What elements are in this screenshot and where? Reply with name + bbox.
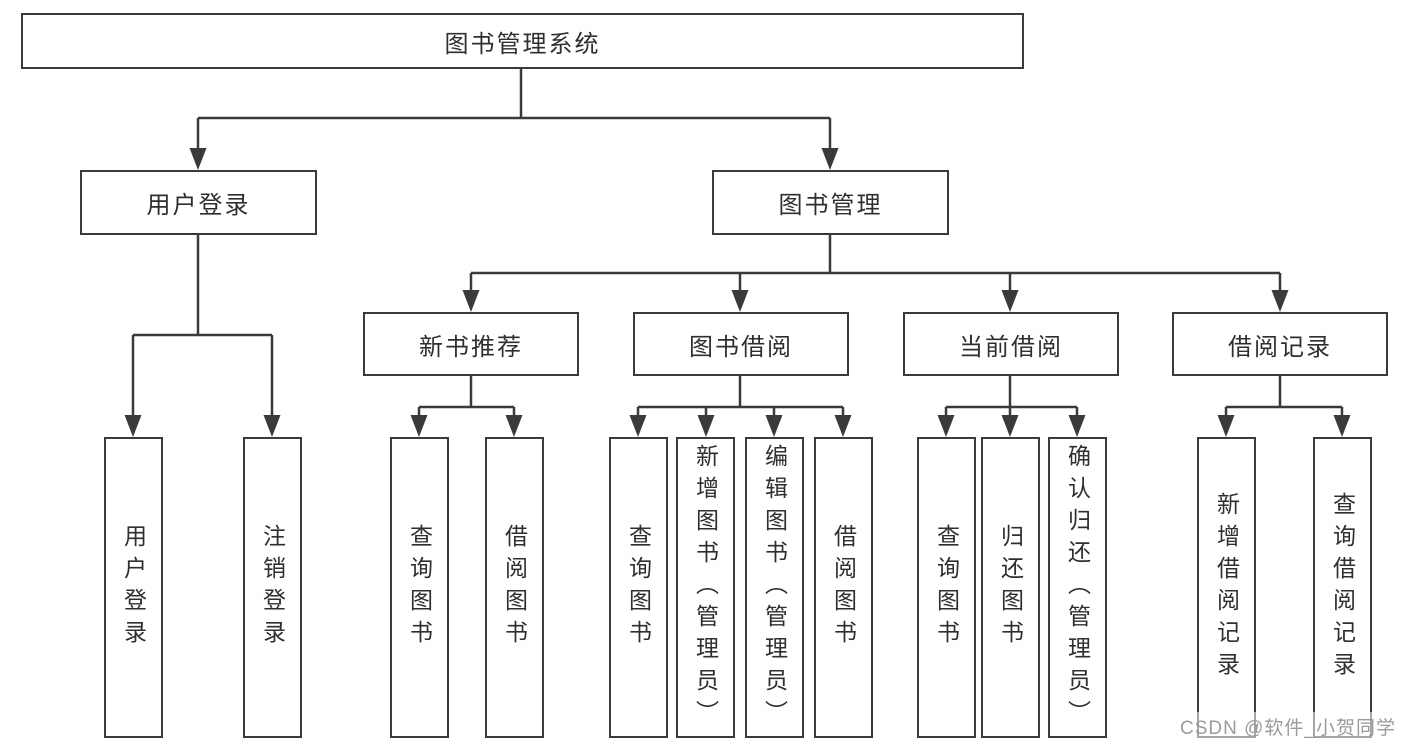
leaf-borrow-books-recommend: 借阅图书 xyxy=(485,437,544,738)
node-book-borrowing: 图书借阅 xyxy=(633,312,849,376)
node-current-borrowing: 当前借阅 xyxy=(903,312,1119,376)
leaf-user-login: 用户登录 xyxy=(104,437,163,738)
leaf-confirm-return-admin: 确认归还（管理员） xyxy=(1048,437,1107,738)
node-library-system: 图书管理系统 xyxy=(21,13,1024,69)
leaf-query-books-borrow: 查询图书 xyxy=(609,437,668,738)
leaf-query-books-current: 查询图书 xyxy=(917,437,976,738)
node-borrowing-records: 借阅记录 xyxy=(1172,312,1388,376)
leaf-query-borrow-record: 查询借阅记录 xyxy=(1313,437,1372,738)
leaf-add-borrow-record: 新增借阅记录 xyxy=(1197,437,1256,738)
leaf-borrow-books: 借阅图书 xyxy=(814,437,873,738)
leaf-add-book-admin: 新增图书（管理员） xyxy=(676,437,735,738)
leaf-return-books: 归还图书 xyxy=(981,437,1040,738)
leaf-edit-book-admin: 编辑图书（管理员） xyxy=(745,437,804,738)
leaf-logout: 注销登录 xyxy=(243,437,302,738)
node-book-management: 图书管理 xyxy=(712,170,949,235)
node-user-login: 用户登录 xyxy=(80,170,317,235)
csdn-watermark: CSDN @软件_小贺同学 xyxy=(1177,712,1399,741)
node-new-book-recommend: 新书推荐 xyxy=(363,312,579,376)
leaf-query-books-recommend: 查询图书 xyxy=(390,437,449,738)
